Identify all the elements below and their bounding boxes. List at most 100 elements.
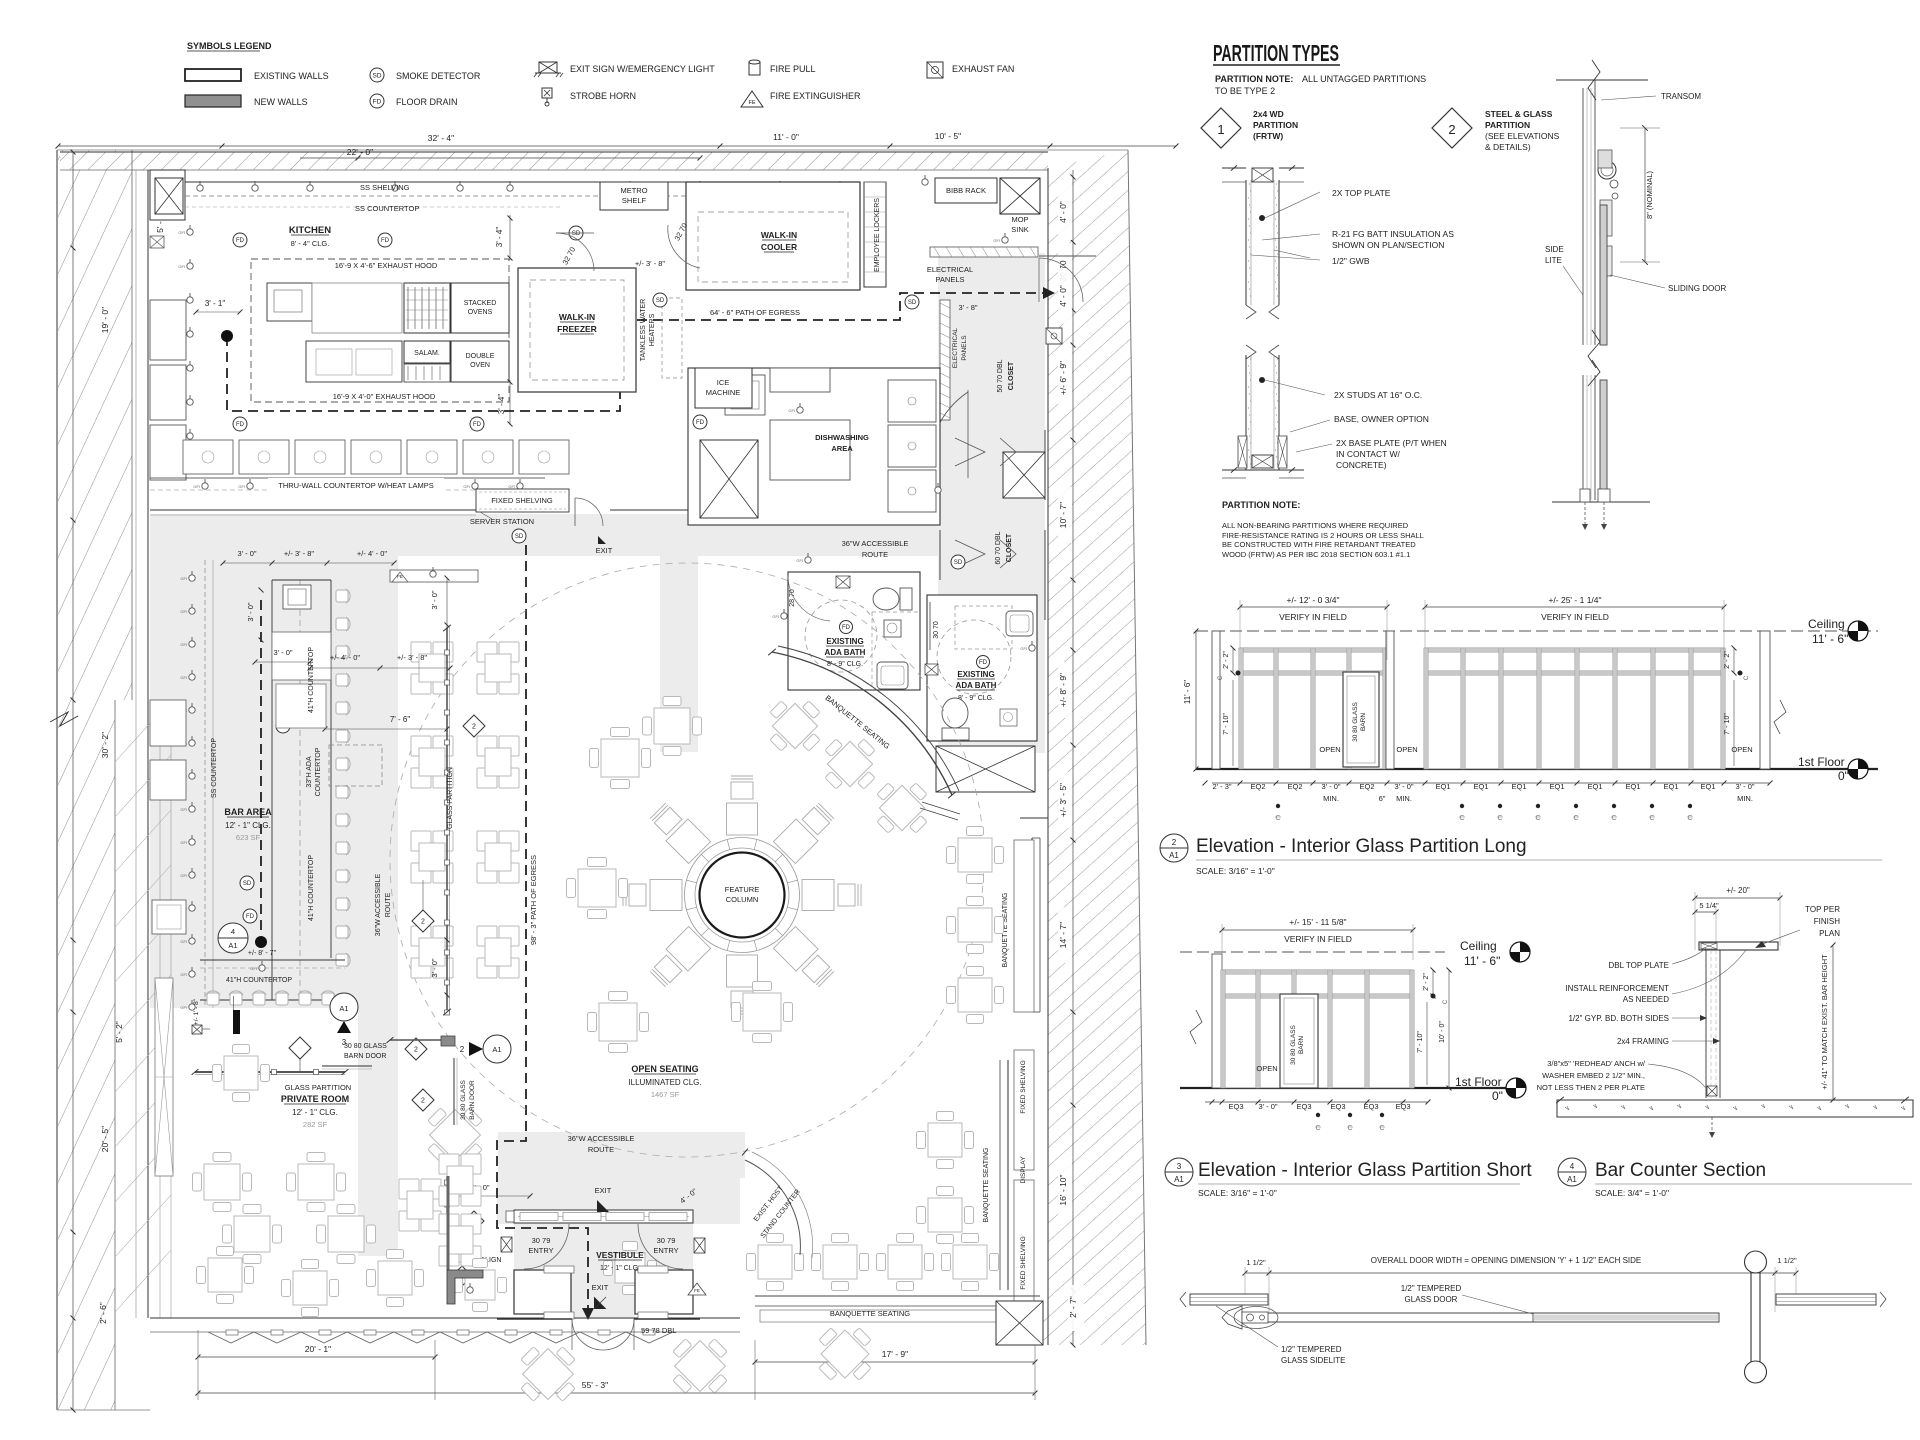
svg-text:30 80 GLASS: 30 80 GLASS: [460, 1079, 467, 1119]
svg-text:Elevation - Interior Glass Par: Elevation - Interior Glass Partition Sho…: [1198, 1160, 1532, 1181]
svg-text:Bar Counter Section: Bar Counter Section: [1595, 1160, 1766, 1181]
svg-text:EQ2: EQ2: [1359, 782, 1374, 791]
svg-text:VERIFY IN FIELD: VERIFY IN FIELD: [1279, 612, 1347, 622]
svg-text:0": 0": [1838, 769, 1849, 783]
svg-text:3' - 0": 3' - 0": [1258, 1102, 1277, 1111]
svg-text:59 78 DBL: 59 78 DBL: [641, 1326, 676, 1335]
svg-text:60 70 DBL: 60 70 DBL: [995, 531, 1002, 564]
svg-text:C: C: [1459, 815, 1464, 822]
svg-text:5' - 9": 5' - 9": [155, 211, 165, 233]
svg-text:623 SF: 623 SF: [236, 833, 261, 842]
svg-text:3' - 1": 3' - 1": [205, 299, 226, 308]
svg-text:GFI: GFI: [1020, 646, 1027, 651]
svg-text:WASHER EMBED 2 1/2" MIN.,: WASHER EMBED 2 1/2" MIN.,: [1542, 1071, 1645, 1080]
svg-text:OPEN SEATING: OPEN SEATING: [631, 1064, 698, 1074]
svg-text:+/- 8' - 9": +/- 8' - 9": [1058, 673, 1068, 707]
svg-text:PARTITION NOTE:: PARTITION NOTE:: [1215, 74, 1293, 84]
svg-text:GFI: GFI: [238, 484, 245, 489]
svg-text:2' - 2": 2' - 2": [1724, 651, 1731, 669]
svg-text:STACKED: STACKED: [464, 300, 497, 307]
svg-text:3' - 0": 3' - 0": [430, 958, 439, 977]
svg-text:INSTALL REINFORCEMENT: INSTALL REINFORCEMENT: [1565, 984, 1669, 993]
svg-text:2: 2: [460, 1045, 465, 1054]
svg-text:ENTRY: ENTRY: [528, 1246, 553, 1255]
svg-text:12' - 1" CLG.: 12' - 1" CLG.: [292, 1108, 338, 1117]
svg-text:EQ3: EQ3: [1395, 1102, 1410, 1111]
svg-text:2: 2: [421, 919, 425, 926]
svg-text:+/- 8' - 7": +/- 8' - 7": [248, 950, 277, 957]
svg-text:EQ3: EQ3: [1228, 1102, 1243, 1111]
svg-text:20' - 1": 20' - 1": [305, 1344, 331, 1354]
svg-text:1/2" GWB: 1/2" GWB: [1332, 256, 1370, 266]
svg-text:A1: A1: [228, 941, 237, 950]
svg-text:FIRE EXTINGUISHER: FIRE EXTINGUISHER: [770, 91, 861, 101]
svg-text:AS NEEDED: AS NEEDED: [1623, 995, 1669, 1004]
svg-text:SD: SD: [515, 534, 524, 540]
svg-text:EXIT: EXIT: [595, 1186, 612, 1195]
svg-text:SS COUNTERTOP: SS COUNTERTOP: [211, 738, 218, 798]
svg-text:1st Floor: 1st Floor: [1455, 1075, 1502, 1089]
svg-text:A1: A1: [492, 1045, 501, 1054]
svg-text:30 80 GLASS: 30 80 GLASS: [1290, 1024, 1297, 1064]
svg-text:WOOD (FRTW) AS PER IBC 2018 SE: WOOD (FRTW) AS PER IBC 2018 SECTION 603.…: [1222, 550, 1410, 559]
svg-text:SCALE: 3/4" = 1'-0": SCALE: 3/4" = 1'-0": [1595, 1188, 1669, 1198]
svg-text:ALL UNTAGGED PARTITIONS: ALL UNTAGGED PARTITIONS: [1302, 74, 1426, 84]
svg-text:THRU-WALL COUNTERTOP W/HEAT LA: THRU-WALL COUNTERTOP W/HEAT LAMPS: [278, 481, 433, 490]
svg-text:30 80 GLASS: 30 80 GLASS: [1352, 701, 1359, 741]
svg-text:MIN.: MIN.: [1323, 794, 1339, 803]
svg-text:GFI: GFI: [180, 576, 187, 581]
svg-text:C: C: [1347, 1125, 1352, 1132]
svg-text:MIN.: MIN.: [1737, 794, 1753, 803]
svg-text:GFI: GFI: [180, 840, 187, 845]
svg-text:C: C: [1573, 815, 1578, 822]
svg-text:MIN.: MIN.: [1396, 794, 1412, 803]
svg-text:ADA BATH: ADA BATH: [825, 648, 866, 657]
svg-text:1467 SF: 1467 SF: [651, 1090, 680, 1099]
svg-text:WALK-IN: WALK-IN: [761, 230, 797, 240]
svg-text:A1: A1: [1174, 1175, 1184, 1184]
svg-text:Ceiling: Ceiling: [1808, 617, 1845, 631]
svg-text:36"W ACCESSIBLE: 36"W ACCESSIBLE: [568, 1134, 635, 1143]
svg-text:R-21 FG BATT INSULATION AS: R-21 FG BATT INSULATION AS: [1332, 229, 1454, 239]
svg-text:A1: A1: [1567, 1175, 1577, 1184]
svg-text:ROUTE: ROUTE: [862, 550, 888, 559]
svg-text:+/- 12' - 0 3/4": +/- 12' - 0 3/4": [1286, 595, 1339, 605]
svg-text:ROUTE: ROUTE: [588, 1145, 614, 1154]
svg-text:3: 3: [342, 1038, 347, 1047]
svg-text:ROUTE: ROUTE: [385, 892, 392, 917]
svg-text:+/- 20": +/- 20": [1726, 886, 1750, 895]
svg-text:EQ1: EQ1: [1549, 782, 1564, 791]
svg-text:GFI: GFI: [180, 675, 187, 680]
svg-text:30 79: 30 79: [657, 1236, 676, 1245]
svg-text:41"H COUNTERTOP: 41"H COUNTERTOP: [308, 647, 315, 713]
svg-text:PARTITION: PARTITION: [1253, 120, 1298, 130]
svg-text:OVERALL DOOR WIDTH = OPENING D: OVERALL DOOR WIDTH = OPENING DIMENSION '…: [1371, 1256, 1642, 1265]
svg-text:+/- 4' - 0": +/- 4' - 0": [330, 653, 360, 662]
svg-text:11' - 0": 11' - 0": [773, 132, 799, 142]
svg-text:C: C: [1497, 815, 1502, 822]
svg-text:C: C: [1218, 675, 1224, 680]
svg-text:SHELF: SHELF: [622, 196, 647, 205]
svg-text:GFI: GFI: [180, 609, 187, 614]
svg-text:282 SF: 282 SF: [303, 1120, 328, 1129]
svg-text:5 1/4": 5 1/4": [1699, 901, 1719, 910]
svg-text:EQ1: EQ1: [1473, 782, 1488, 791]
svg-text:1 1/2": 1 1/2": [1777, 1256, 1797, 1265]
svg-text:CLOSET: CLOSET: [1008, 361, 1015, 390]
svg-text:PARTITION TYPES: PARTITION TYPES: [1213, 40, 1339, 66]
svg-text:NEW WALLS: NEW WALLS: [254, 97, 308, 107]
svg-text:2: 2: [1172, 838, 1177, 847]
svg-text:GFI: GFI: [796, 558, 803, 563]
svg-text:VERIFY IN FIELD: VERIFY IN FIELD: [1541, 612, 1609, 622]
svg-text:+/- 3' - 5": +/- 3' - 5": [1058, 783, 1068, 817]
svg-text:FE: FE: [694, 1288, 700, 1293]
svg-text:1/2" TEMPERED: 1/2" TEMPERED: [1401, 1284, 1462, 1293]
svg-text:1: 1: [1217, 122, 1224, 137]
svg-text:EQ1: EQ1: [1663, 782, 1678, 791]
svg-text:HEATERS: HEATERS: [649, 313, 656, 346]
svg-text:GFI: GFI: [178, 264, 185, 269]
svg-text:OPEN: OPEN: [1319, 745, 1340, 754]
svg-text:30' - 2": 30' - 2": [100, 732, 110, 758]
svg-text:14' - 7": 14' - 7": [1058, 922, 1068, 948]
svg-text:4: 4: [1570, 1162, 1575, 1171]
